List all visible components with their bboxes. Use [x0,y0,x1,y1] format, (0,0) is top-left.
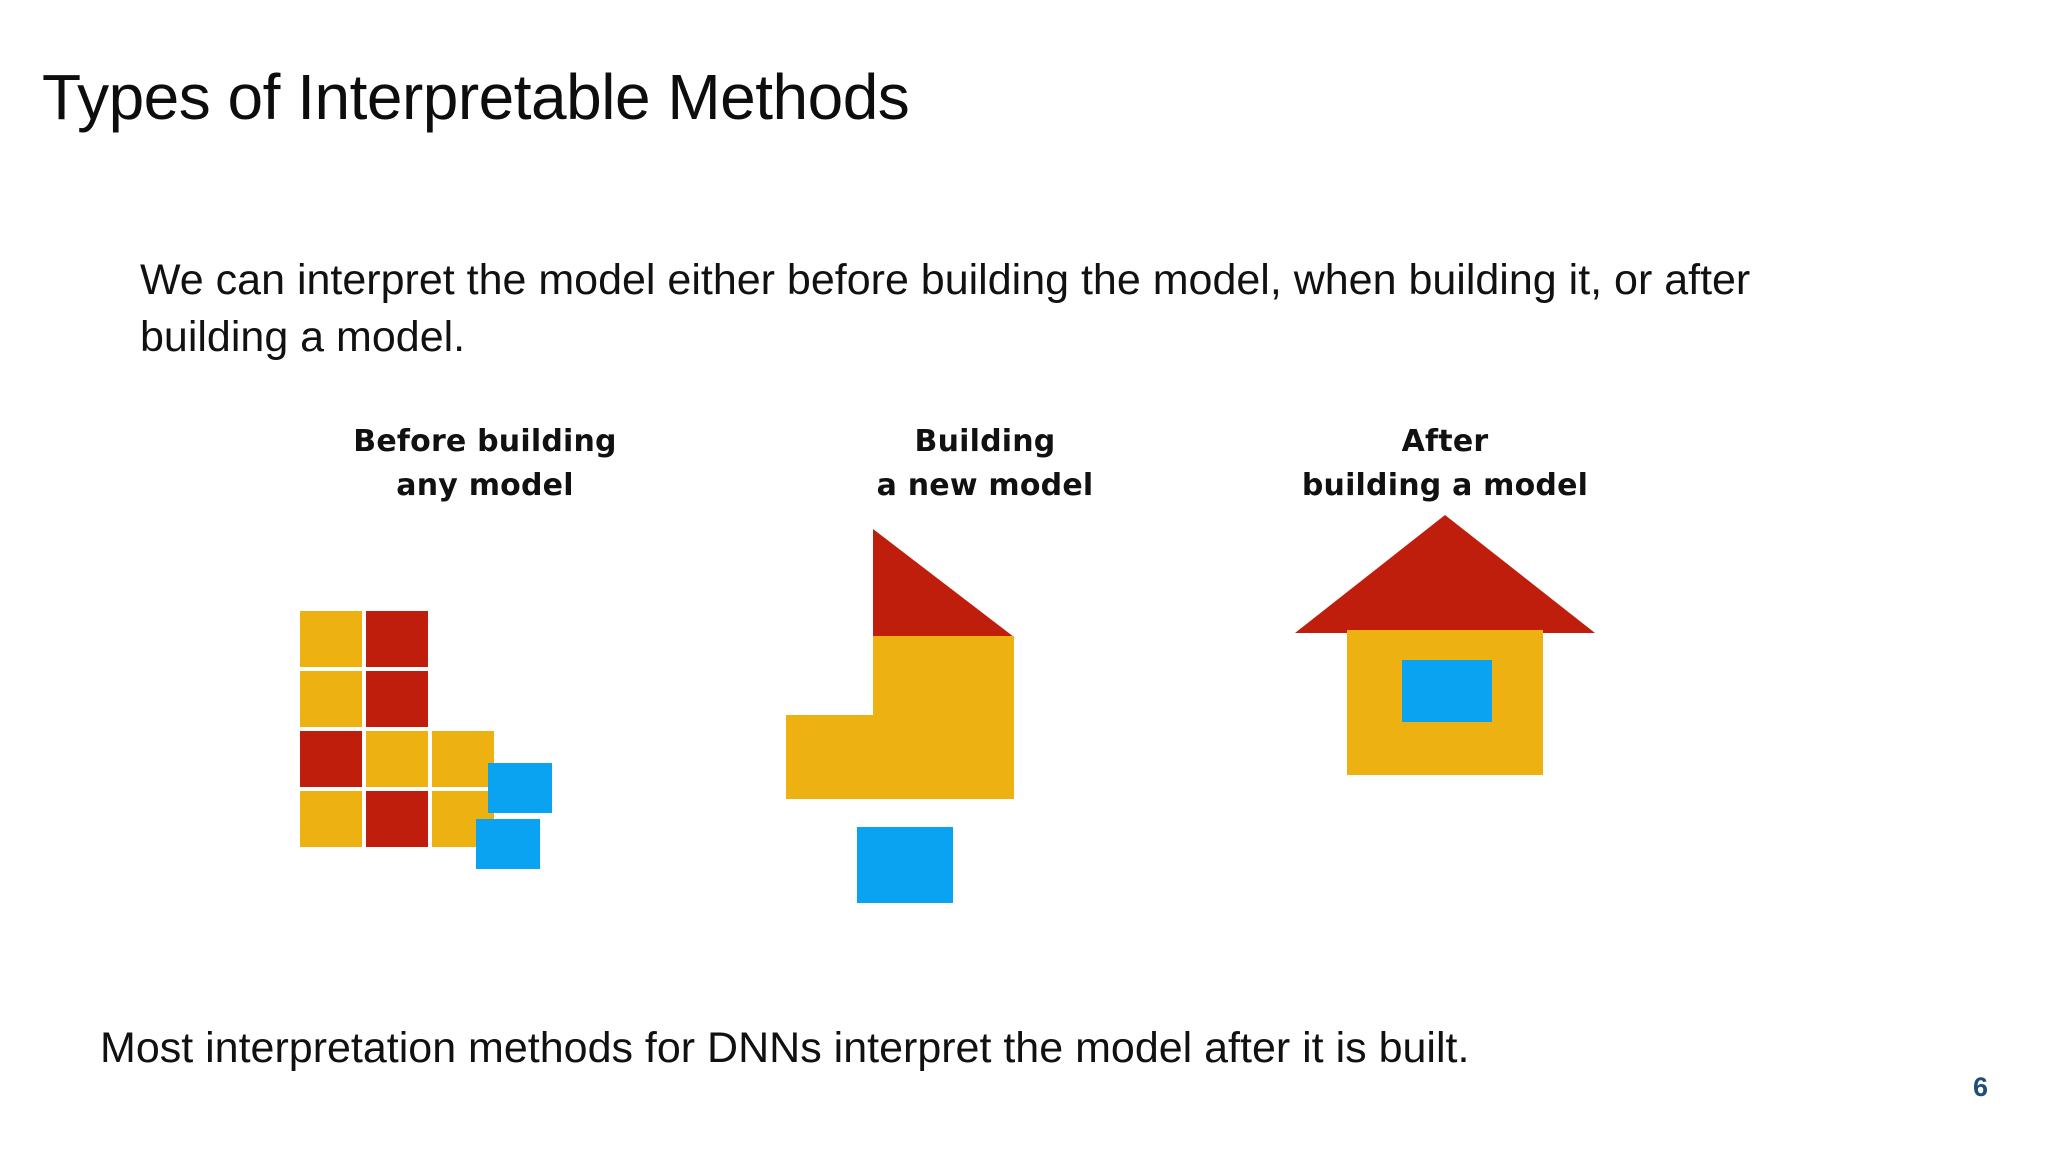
complete-house-svg [1295,515,1595,775]
block-yellow [366,731,428,787]
panel-caption-after: After building a model [1230,420,1660,507]
panel-caption-building-line1: Building [914,424,1056,459]
panel-caption-before: Before building any model [270,420,700,507]
page-number: 6 [1972,1072,1988,1102]
roof-triangle [1295,515,1595,633]
page-title: Types of Interpretable Methods [42,61,910,133]
block-red [366,671,428,727]
block-red [366,791,428,847]
block-red [300,731,362,787]
block-yellow [300,791,362,847]
house-body-foot [786,715,1014,799]
block-yellow [300,671,362,727]
panel-caption-before-line2: any model [396,467,574,503]
bottom-note: Most interpretation methods for DNNs int… [100,1024,1470,1072]
block-yellow [432,731,494,787]
panel-caption-before-line1: Before building [353,424,617,459]
block-blue [488,763,552,813]
block-red [366,611,428,667]
block-blue [857,827,953,903]
block-blue [476,819,540,869]
panel-caption-after-line2: building a model [1301,467,1589,503]
panel-caption-after-line1: After [1401,424,1489,459]
body-paragraph: We can interpret the model either before… [140,256,1751,362]
panel-caption-building: Building a new model [770,420,1200,507]
panel-after-building: After building a model [1230,420,1660,1020]
house-window [1402,660,1492,722]
partial-house-svg [786,529,1014,903]
art-partial-house [770,515,1200,1020]
panel-building-new-model: Building a new model [770,420,1200,1020]
panel-before-building: Before building any model [270,420,700,1020]
block-yellow [300,611,362,667]
panel-caption-building-line2: a new model [876,467,1094,503]
roof-triangle-slanted [873,529,1014,637]
scattered-blocks-svg [300,611,552,869]
figure-three-panel-diagram: Before building any model [0,420,2048,1020]
art-complete-house [1230,515,1660,1020]
art-scattered-blocks [270,515,700,1020]
